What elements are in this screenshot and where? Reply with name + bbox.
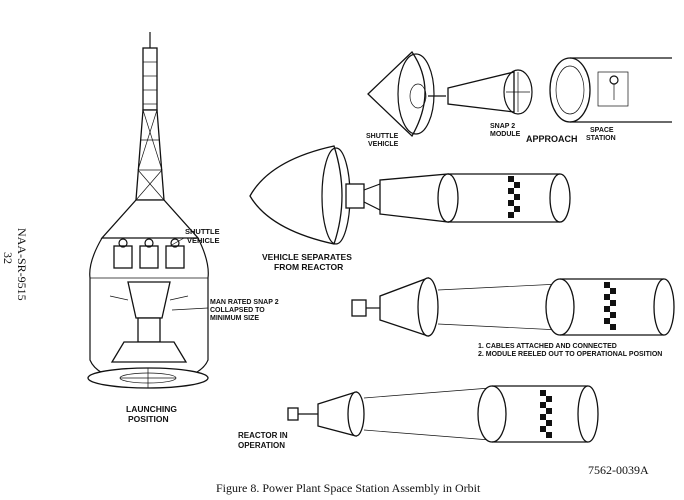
label-shuttle-vehicle-left: SHUTTLE bbox=[185, 227, 220, 236]
checker-pattern bbox=[508, 176, 520, 218]
side-document-label: NAA-SR-9515 32 bbox=[1, 228, 29, 301]
label-shuttle-vehicle-top: SHUTTLE bbox=[366, 133, 399, 140]
label-man-rated-2: COLLAPSED TO bbox=[210, 307, 265, 314]
label-snap2-module: SNAP 2 bbox=[490, 123, 515, 130]
label-shuttle-vehicle-top-2: VEHICLE bbox=[368, 141, 399, 148]
label-vehicle-separates: VEHICLE SEPARATES bbox=[262, 252, 352, 262]
label-launching-position: LAUNCHING bbox=[126, 404, 177, 414]
label-space-station-2: STATION bbox=[586, 135, 616, 142]
side-label-report-number: NAA-SR-9515 bbox=[15, 228, 29, 301]
label-approach: APPROACH bbox=[526, 134, 578, 144]
label-snap2-module-2: MODULE bbox=[490, 131, 521, 138]
approach-illustration bbox=[367, 51, 672, 138]
label-cables-note-1: 1. CABLES ATTACHED AND CONNECTED bbox=[478, 343, 617, 350]
label-vehicle-separates-2: FROM REACTOR bbox=[274, 262, 343, 272]
side-label-page-number: 32 bbox=[1, 252, 15, 264]
label-shuttle-vehicle-left-2: VEHICLE bbox=[187, 236, 220, 245]
figure-number: 7562-0039A bbox=[588, 463, 649, 477]
label-reactor-operation-2: OPERATION bbox=[238, 441, 285, 450]
launch-vehicle-illustration bbox=[87, 32, 209, 389]
reactor-operation-illustration bbox=[287, 385, 599, 443]
figure-caption: Figure 8. Power Plant Space Station Asse… bbox=[216, 481, 481, 495]
label-launching-position-2: POSITION bbox=[128, 414, 169, 424]
vehicle-separates-illustration bbox=[249, 145, 571, 245]
label-cables-note-2: 2. MODULE REELED OUT TO OPERATIONAL POSI… bbox=[478, 351, 662, 358]
label-space-station: SPACE bbox=[590, 127, 614, 134]
label-man-rated-3: MINIMUM SIZE bbox=[210, 315, 259, 322]
label-man-rated: MAN RATED SNAP 2 bbox=[210, 299, 279, 306]
label-reactor-operation: REACTOR IN bbox=[238, 431, 288, 440]
cables-attached-illustration bbox=[351, 277, 675, 337]
